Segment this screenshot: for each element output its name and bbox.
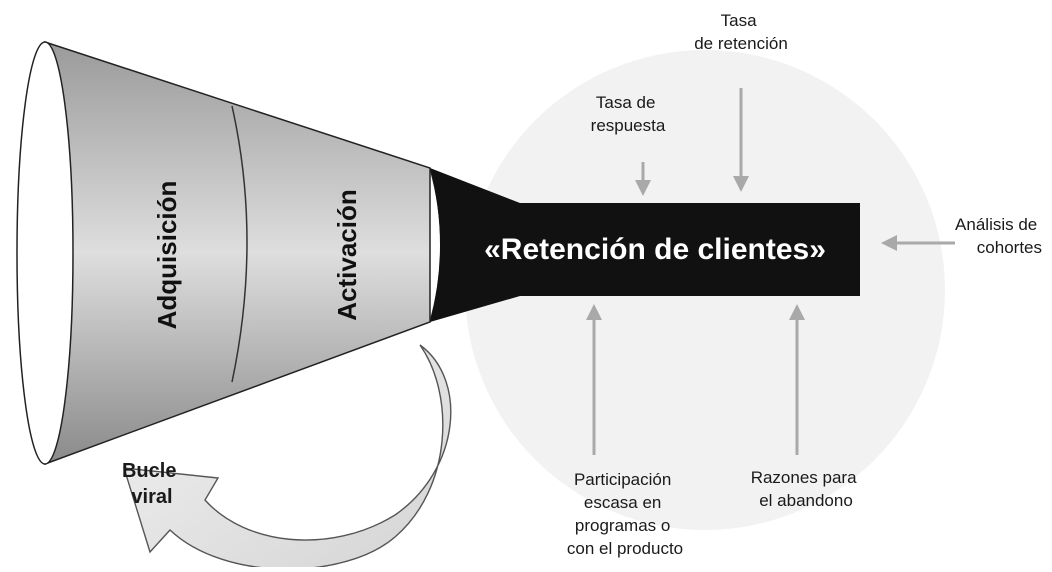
viral-loop-label: Bucle viral	[122, 460, 182, 508]
arrow-retention-rate-head	[733, 176, 749, 192]
label-retention-rate: Tasa de retención	[694, 11, 788, 53]
label-response-rate: Tasa de respuesta	[591, 93, 666, 135]
funnel-neck	[430, 168, 520, 322]
arrow-low-participation-head	[586, 304, 602, 320]
arrow-churn-reasons-head	[789, 304, 805, 320]
stage-label-activation: Activación	[332, 189, 362, 321]
funnel	[16, 40, 520, 466]
funnel-divider-1	[231, 105, 248, 383]
label-low-participation: Participación escasa en programas o con …	[567, 470, 683, 558]
arrow-response-rate-head	[635, 180, 651, 196]
retention-bar-label: «Retención de clientes»	[484, 233, 826, 266]
viral-loop-line-2: viral	[131, 486, 172, 508]
viral-loop-arrow	[123, 344, 452, 570]
funnel-mouth	[16, 41, 74, 465]
label-cohort-analysis: Análisis de cohortes	[955, 215, 1042, 257]
input-arrows	[586, 88, 955, 455]
stage-label-acquisition: Adquisición	[152, 181, 182, 330]
label-churn-reasons: Razones para el abandono	[751, 468, 862, 510]
arrow-cohort-analysis-head	[881, 235, 897, 251]
retention-bar	[518, 203, 860, 296]
viral-loop-line-1: Bucle	[122, 460, 176, 482]
funnel-body	[44, 40, 431, 466]
